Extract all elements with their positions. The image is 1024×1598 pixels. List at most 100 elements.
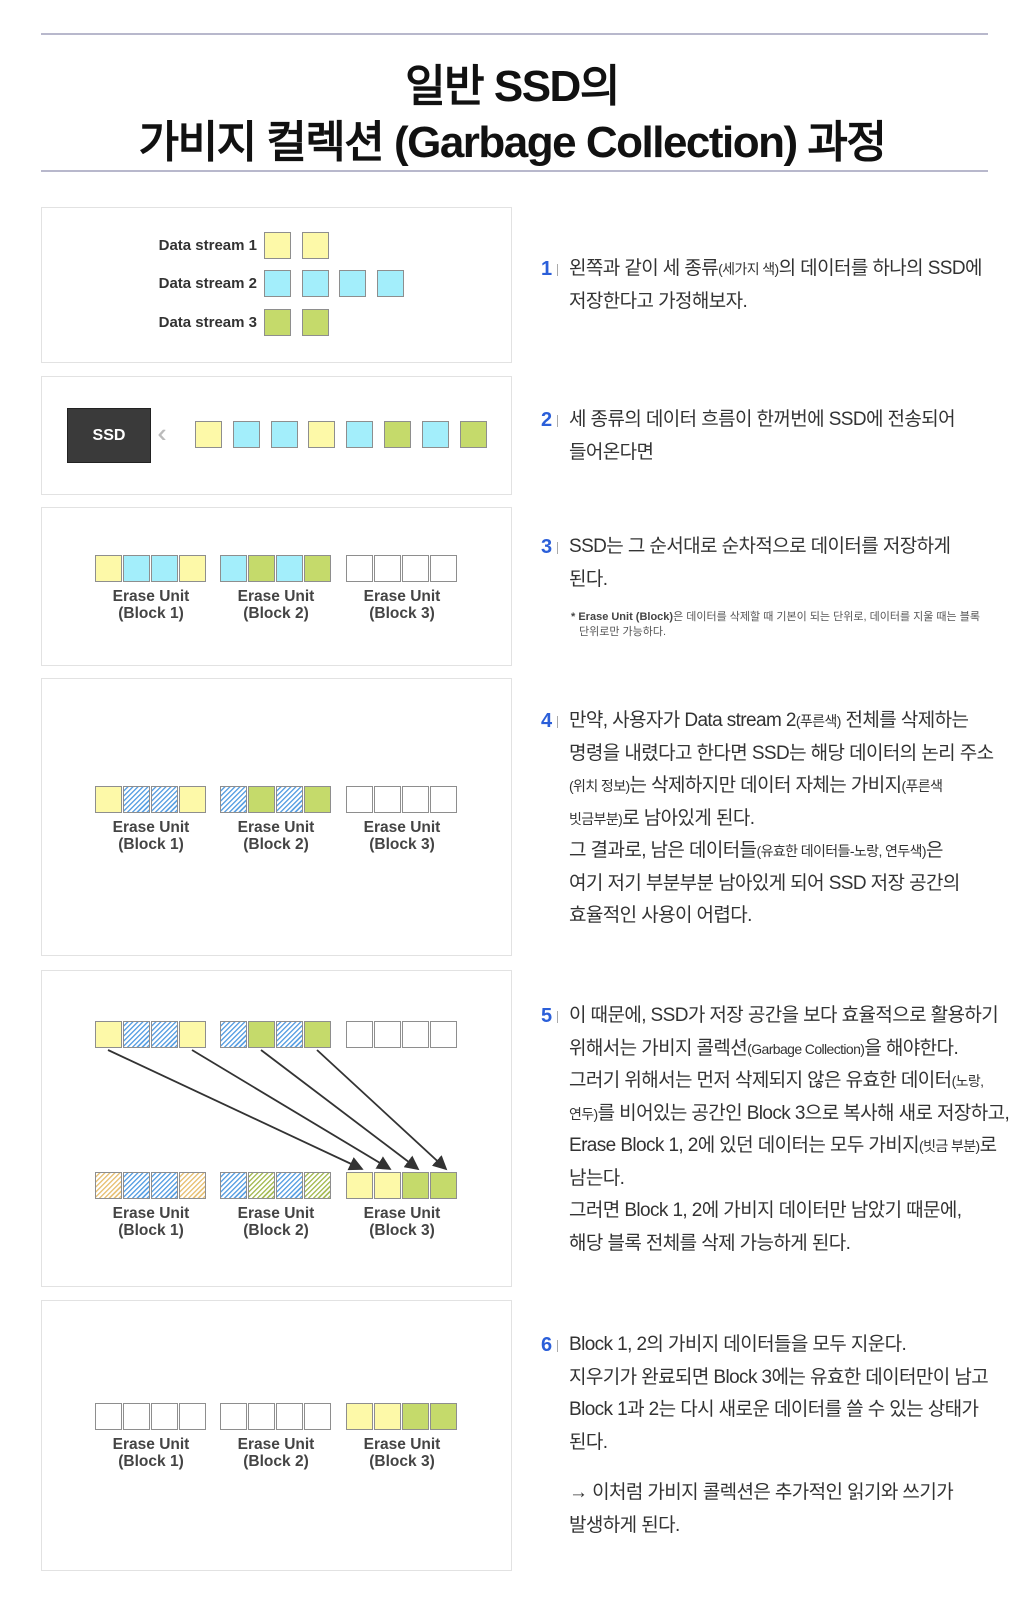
step-text: 효율적인 사용이 어렵다. [569, 905, 752, 926]
block-number-text: (Block 1) [118, 605, 184, 622]
erase-unit-text: Erase Unit [112, 819, 190, 836]
data-cell-empty [374, 786, 401, 813]
panel-garbage-collection [41, 970, 512, 1287]
data-cell-empty [123, 1403, 150, 1430]
erase-unit-label: Erase Unit(Block 2) [206, 588, 346, 622]
step-text-line: 해당 블록 전체를 삭제 가능하게 된다. [569, 1228, 1009, 1261]
data-cell-green [248, 786, 275, 813]
step-text-aside: 연두) [569, 1105, 598, 1122]
step-text-line: 효율적인 사용이 어렵다. [569, 900, 1009, 933]
data-cell-empty [276, 1403, 303, 1430]
data-cell-blue-hatch [276, 1172, 303, 1199]
data-cell-empty [402, 1021, 429, 1048]
erase-unit-text: Erase Unit [363, 1205, 441, 1222]
step-text-line: 세 종류의 데이터 흐름이 한꺼번에 SSD에 전송되어 [569, 404, 1009, 437]
data-cell-empty [304, 1403, 331, 1430]
erase-unit-text: Erase Unit [363, 588, 441, 605]
block-number-text: (Block 3) [369, 1453, 435, 1470]
data-cell-green [248, 555, 275, 582]
data-cell-green [430, 1172, 457, 1199]
ssd-label: SSD [92, 426, 126, 444]
step-text: 세 종류의 데이터 흐름이 한꺼번에 SSD에 전송되어 [569, 409, 956, 430]
data-cell-yellow [179, 1021, 206, 1048]
step-text-aside: (푸른색) [795, 713, 842, 729]
step-text-line: 연두)를 비어있는 공간인 Block 3으로 복사해 새로 저장하고, [569, 1098, 1010, 1131]
block-number-text: (Block 2) [243, 836, 309, 853]
data-cell-blue-hatch [123, 1172, 150, 1199]
step-text-line: 저장한다고 가정해보자. [569, 286, 1009, 319]
erase-unit-label: Erase Unit(Block 1) [81, 1205, 221, 1239]
data-cell-yellow-hatch [95, 1172, 122, 1199]
step-text-line: 들어온다면 [569, 437, 1009, 470]
page-title-line2: 가비지 컬렉션 (Garbage Collection) 과정 [138, 118, 887, 167]
step-text: 왼쪽과 같이 세 종류 [569, 258, 719, 279]
step-text: 저장한다고 가정해보자. [569, 290, 748, 312]
data-cell-green-hatch [248, 1172, 275, 1199]
panel-sequential-write [41, 507, 512, 666]
data-cell-blue [377, 270, 405, 297]
data-cell-blue [232, 421, 260, 448]
step-text-line: 지우기가 완료되면 Block 3에는 유효한 데이터만이 남고 [569, 1362, 1009, 1395]
step-text: 를 비어있는 공간인 Block 3으로 복사해 새로 저장하고, [597, 1102, 1010, 1124]
data-cell-blue [301, 270, 329, 297]
step-text-line: Block 1과 2는 다시 새로운 데이터를 쓸 수 있는 상태가 [569, 1394, 1009, 1427]
data-cell-blue [264, 270, 291, 297]
erase-unit-text: Erase Unit [112, 1205, 190, 1222]
step-separator [557, 415, 558, 427]
step-text-aside: (세가지 색) [718, 261, 779, 277]
data-stream-label: Data stream 1 [158, 237, 257, 254]
step-text: 여기 저기 부분부분 남아있게 되어 SSD 저장 공간의 [569, 872, 960, 894]
data-cell-yellow [301, 232, 329, 259]
data-cell-yellow [179, 555, 206, 582]
erase-unit-text: Erase Unit [112, 588, 190, 605]
erase-unit-label: Erase Unit(Block 3) [332, 1205, 472, 1239]
step-text: 지우기가 완료되면 Block 3에는 유효한 데이터만이 남고 [569, 1366, 989, 1388]
data-cell-green [248, 1021, 275, 1048]
data-cell-yellow [374, 1403, 401, 1430]
step-separator [557, 1011, 558, 1023]
ssd-box: SSD [67, 408, 151, 463]
block-number-text: (Block 2) [243, 1453, 309, 1470]
step-text-aside: (빗금 부분) [919, 1138, 980, 1154]
data-cell-empty [346, 786, 373, 813]
step-text-line: 왼쪽과 같이 세 종류(세가지 색)의 데이터를 하나의 SSD에 [569, 253, 1009, 286]
step-description: Block 1, 2의 가비지 데이터들을 모두 지운다. 지우기가 완료되면 B… [569, 1329, 1009, 1542]
step-text-aside: (노랑, [951, 1073, 985, 1089]
step-text: 만약, 사용자가 Data stream 2 [569, 710, 796, 731]
data-cell-yellow [374, 1172, 401, 1199]
step-text: 의 데이터를 하나의 SSD에 [778, 258, 983, 279]
data-cell-yellow [95, 1021, 122, 1048]
step-text-line: → 이처럼 가비지 콜렉션은 추가적인 읽기와 쓰기가 [569, 1477, 1009, 1510]
data-cell-blue [276, 555, 303, 582]
erase-unit-label: Erase Unit(Block 2) [206, 819, 346, 853]
step-number: 4 [541, 710, 553, 732]
step-text: 그러기 위해서는 먼저 삭제되지 않은 유효한 데이터 [569, 1070, 952, 1091]
step-text: 로 [979, 1135, 997, 1156]
data-cell-green [384, 421, 411, 448]
erase-unit-label: Erase Unit(Block 1) [81, 1436, 221, 1470]
data-cell-empty [346, 555, 373, 582]
data-cell-empty [402, 555, 429, 582]
erase-unit-label: Erase Unit(Block 3) [332, 588, 472, 622]
data-cell-blue-hatch [123, 1021, 150, 1048]
data-cell-yellow [308, 421, 336, 448]
step-number: 2 [541, 409, 553, 431]
erase-unit-text: Erase Unit [112, 1436, 190, 1453]
data-cell-blue [346, 421, 374, 448]
data-cell-blue-hatch [220, 1172, 247, 1199]
step-text: 그 결과로, 남은 데이터들 [569, 840, 757, 861]
step-text: → 이처럼 가비지 콜렉션은 추가적인 읽기와 쓰기가 [569, 1482, 954, 1503]
step-text: 위해서는 가비지 콜렉션 [569, 1037, 748, 1059]
data-cell-blue-hatch [151, 786, 178, 813]
step-number: 1 [541, 258, 553, 280]
data-cell-blue-hatch [276, 786, 303, 813]
footnote-text-2: 단위로만 가능하다. [579, 626, 667, 638]
data-cell-green [402, 1403, 429, 1430]
step-text-aside: (위치 정보) [569, 778, 630, 794]
data-cell-blue-hatch [276, 1021, 303, 1048]
erase-unit-text: Erase Unit [363, 1436, 441, 1453]
step-text: Block 1, 2의 가비지 데이터들을 모두 지운다. [569, 1334, 907, 1355]
